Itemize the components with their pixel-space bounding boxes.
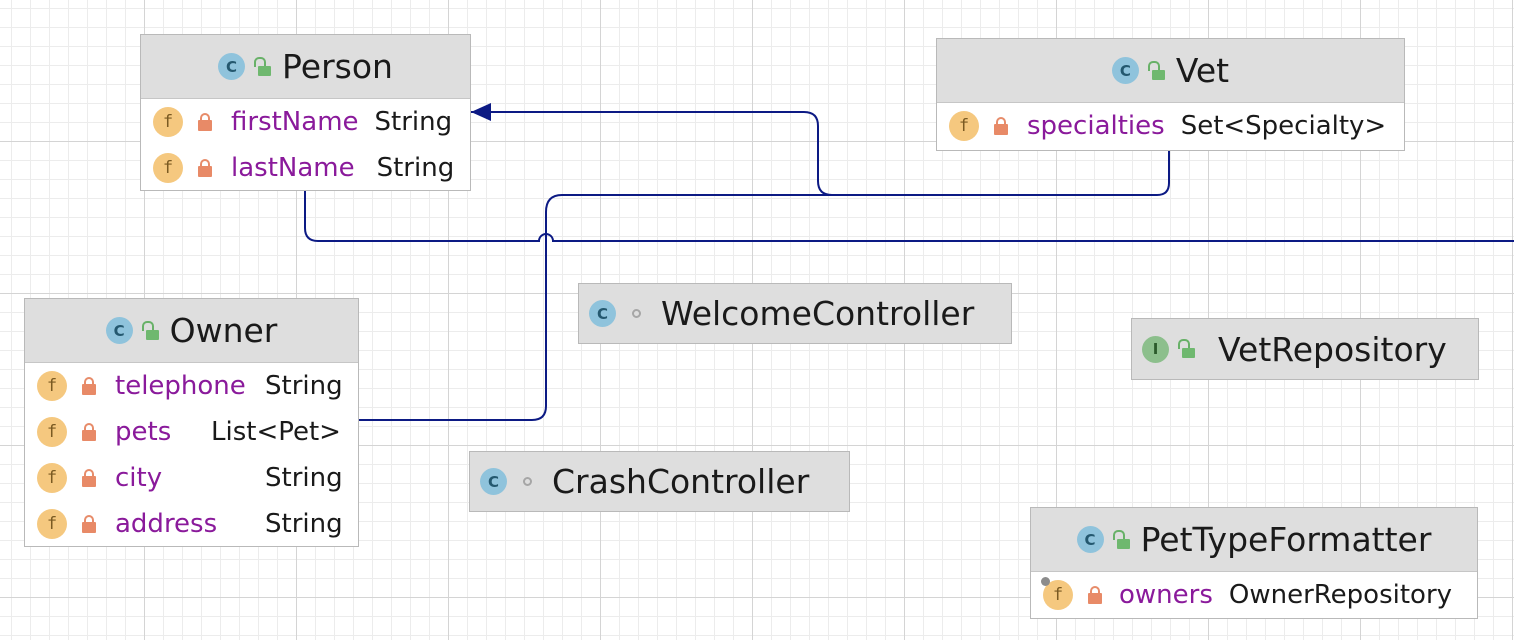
- class-node-vet[interactable]: C Vet f specialties Set<Specialty>: [936, 38, 1405, 151]
- public-visibility-icon: [1178, 339, 1196, 359]
- edge-person-hierarchy-line: [304, 190, 1514, 242]
- class-node-person[interactable]: C Person f firstName String f lastName S…: [140, 34, 471, 191]
- field-type: String: [265, 509, 343, 539]
- field-name: specialties: [1027, 111, 1165, 141]
- edge-vet-to-person: [471, 103, 1170, 196]
- private-lock-icon: [82, 423, 96, 441]
- class-node-crash-controller[interactable]: C CrashController: [469, 451, 850, 512]
- field-name: lastName: [231, 153, 355, 183]
- node-title: CrashController: [552, 462, 810, 501]
- private-lock-icon: [198, 113, 212, 131]
- field-name: pets: [115, 417, 172, 447]
- field-row[interactable]: f specialties Set<Specialty>: [937, 103, 1404, 149]
- field-icon: f: [37, 417, 67, 447]
- field-icon: f: [949, 111, 979, 141]
- field-row[interactable]: f firstName String: [141, 99, 470, 145]
- public-visibility-icon: [141, 320, 160, 341]
- class-icon: C: [480, 468, 507, 495]
- class-icon: C: [1111, 57, 1139, 84]
- field-type: OwnerRepository: [1228, 580, 1453, 610]
- field-type: String: [374, 107, 453, 137]
- private-lock-icon: [198, 159, 212, 177]
- private-lock-icon: [82, 377, 96, 395]
- node-header: C Owner: [25, 299, 358, 363]
- edge-owner-to-person: [359, 194, 832, 421]
- private-lock-icon: [1088, 586, 1102, 604]
- field-icon: f: [37, 463, 67, 493]
- field-row[interactable]: f pets List<Pet>: [25, 409, 358, 455]
- field-name: firstName: [231, 107, 359, 137]
- field-icon: f: [153, 107, 183, 137]
- class-node-owner[interactable]: C Owner f telephone String f pets List<P…: [24, 298, 359, 547]
- interface-node-vet-repository[interactable]: I VetRepository: [1131, 318, 1479, 380]
- final-field-icon: f: [1041, 577, 1073, 610]
- field-name: telephone: [115, 371, 246, 401]
- field-type: String: [265, 371, 343, 401]
- public-visibility-icon: [1147, 60, 1166, 81]
- field-row[interactable]: f lastName String: [141, 145, 470, 191]
- field-icon: f: [37, 509, 67, 539]
- field-row[interactable]: f address String: [25, 501, 358, 547]
- private-lock-icon: [994, 117, 1008, 135]
- interface-icon: I: [1142, 335, 1169, 363]
- private-lock-icon: [82, 515, 96, 533]
- node-header: C Vet: [937, 39, 1404, 103]
- node-header: C WelcomeController: [579, 284, 1011, 343]
- field-type: Set<Specialty>: [1180, 111, 1387, 141]
- field-name: address: [115, 509, 218, 539]
- node-title: WelcomeController: [661, 294, 975, 333]
- field-icon: f: [37, 371, 67, 401]
- public-visibility-icon: [254, 56, 272, 77]
- node-header: C CrashController: [470, 452, 849, 511]
- node-header: C Person: [141, 35, 470, 99]
- class-node-welcome-controller[interactable]: C WelcomeController: [578, 283, 1012, 344]
- node-title: Person: [282, 47, 393, 86]
- field-name: city: [115, 463, 163, 493]
- node-title: Vet: [1175, 51, 1230, 90]
- field-icon: f: [153, 153, 183, 183]
- node-header: C PetTypeFormatter: [1031, 508, 1477, 572]
- class-icon: C: [589, 300, 616, 327]
- node-title: PetTypeFormatter: [1140, 520, 1432, 559]
- package-private-icon: [632, 309, 641, 318]
- class-icon: C: [218, 53, 246, 80]
- public-visibility-icon: [1112, 529, 1131, 550]
- field-name: owners: [1119, 580, 1213, 610]
- node-title: VetRepository: [1218, 329, 1447, 369]
- field-row[interactable]: f telephone String: [25, 363, 358, 409]
- field-type: List<Pet>: [211, 417, 341, 447]
- class-icon: C: [1076, 526, 1104, 553]
- field-row[interactable]: f city String: [25, 455, 358, 501]
- field-row[interactable]: f owners OwnerRepository: [1031, 572, 1477, 618]
- node-header: I VetRepository: [1132, 319, 1478, 379]
- package-private-icon: [523, 477, 532, 486]
- class-node-pet-type-formatter[interactable]: C PetTypeFormatter f owners OwnerReposit…: [1030, 507, 1478, 619]
- node-title: Owner: [169, 311, 278, 350]
- class-icon: C: [105, 317, 133, 344]
- private-lock-icon: [82, 469, 96, 487]
- field-type: String: [265, 463, 343, 493]
- field-type: String: [376, 153, 455, 183]
